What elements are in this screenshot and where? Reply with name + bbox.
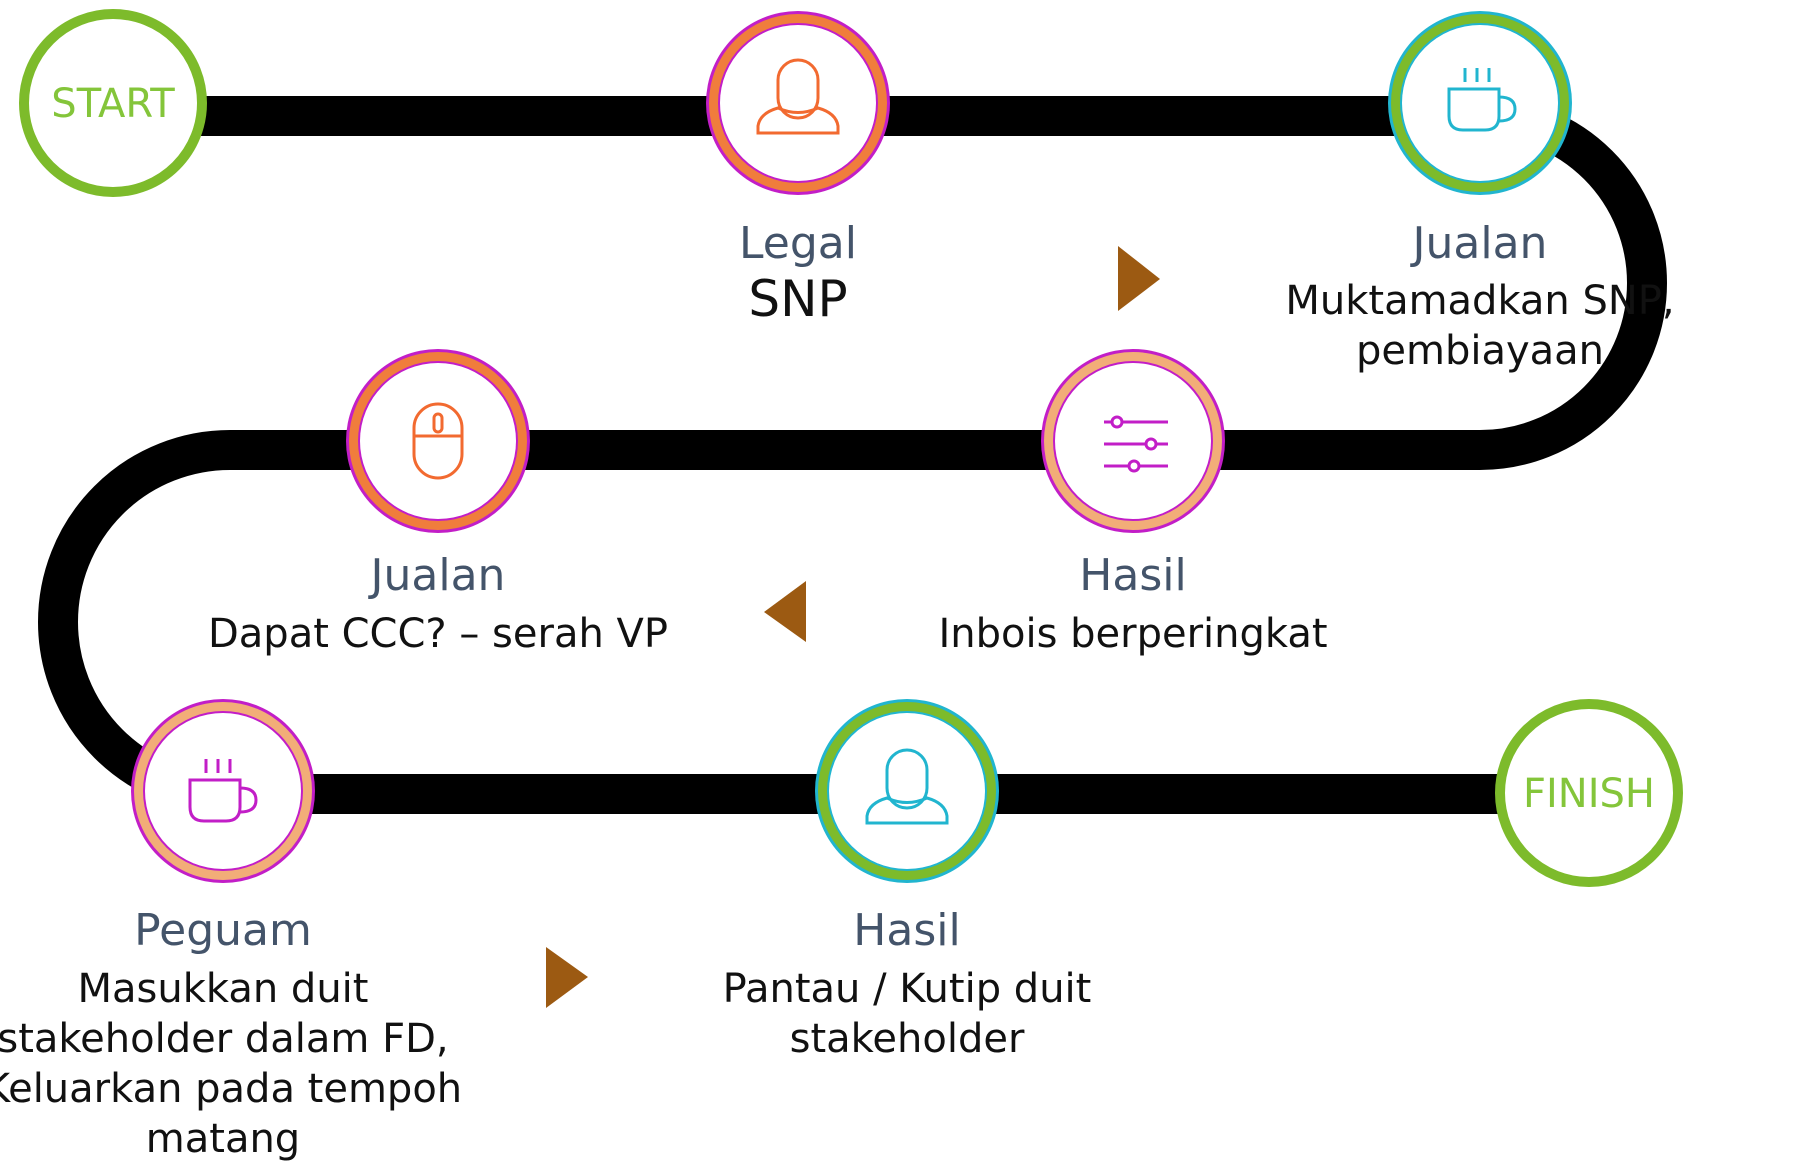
start-label: START — [51, 81, 175, 127]
person-icon — [865, 748, 949, 825]
step-node-jualan-2 — [346, 349, 530, 533]
road-path — [38, 96, 1667, 814]
step-node-hasil-1 — [1041, 349, 1225, 533]
desc-line: Dapat CCC? – serah VP — [207, 611, 669, 657]
step-role-jualan-2: Jualan — [370, 550, 506, 601]
desc-line: stakeholder dalam FD, — [0, 1016, 449, 1062]
step-desc-peguam: Masukkan duit stakeholder dalam FD, Kelu… — [0, 964, 462, 1164]
coffee-cup-icon — [188, 759, 258, 823]
step-role-hasil-2: Hasil — [853, 905, 961, 956]
coffee-cup-icon — [1447, 68, 1517, 132]
desc-line: SNP — [748, 270, 848, 328]
desc-line: Keluarkan pada tempoh — [0, 1066, 463, 1112]
step-desc-hasil-2: Pantau / Kutip duit stakeholder — [723, 964, 1092, 1064]
step-role-jualan-1: Jualan — [1412, 218, 1548, 269]
direction-arrow-left — [764, 581, 806, 642]
finish-label: FINISH — [1523, 771, 1655, 817]
step-node-peguam — [131, 699, 315, 883]
desc-line: Masukkan duit — [77, 966, 369, 1012]
desc-line: Inbois berperingkat — [938, 611, 1328, 657]
step-role-hasil-1: Hasil — [1079, 550, 1187, 601]
direction-arrow-right — [546, 947, 588, 1008]
step-role-legal: Legal — [739, 218, 857, 269]
step-node-legal — [706, 11, 890, 195]
person-icon — [756, 58, 840, 135]
start-node: START — [19, 9, 207, 197]
step-node-jualan-1 — [1388, 11, 1572, 195]
step-node-hasil-2 — [815, 699, 999, 883]
desc-line: Muktamadkan SNP, — [1285, 278, 1675, 324]
step-desc-jualan-1: Muktamadkan SNP, pembiayaan — [1285, 276, 1674, 376]
direction-arrow-right — [1118, 246, 1160, 311]
finish-node: FINISH — [1495, 699, 1683, 887]
desc-line: matang — [145, 1116, 301, 1162]
sliders-icon — [1104, 415, 1168, 473]
desc-line: pembiayaan — [1355, 328, 1605, 374]
step-desc-jualan-2: Dapat CCC? – serah VP — [208, 609, 668, 659]
desc-line: stakeholder — [789, 1016, 1025, 1062]
step-role-peguam: Peguam — [134, 905, 312, 956]
mouse-icon — [412, 402, 464, 480]
step-desc-legal: SNP — [748, 271, 847, 327]
desc-line: Pantau / Kutip duit — [722, 966, 1092, 1012]
step-desc-hasil-1: Inbois berperingkat — [938, 609, 1327, 659]
